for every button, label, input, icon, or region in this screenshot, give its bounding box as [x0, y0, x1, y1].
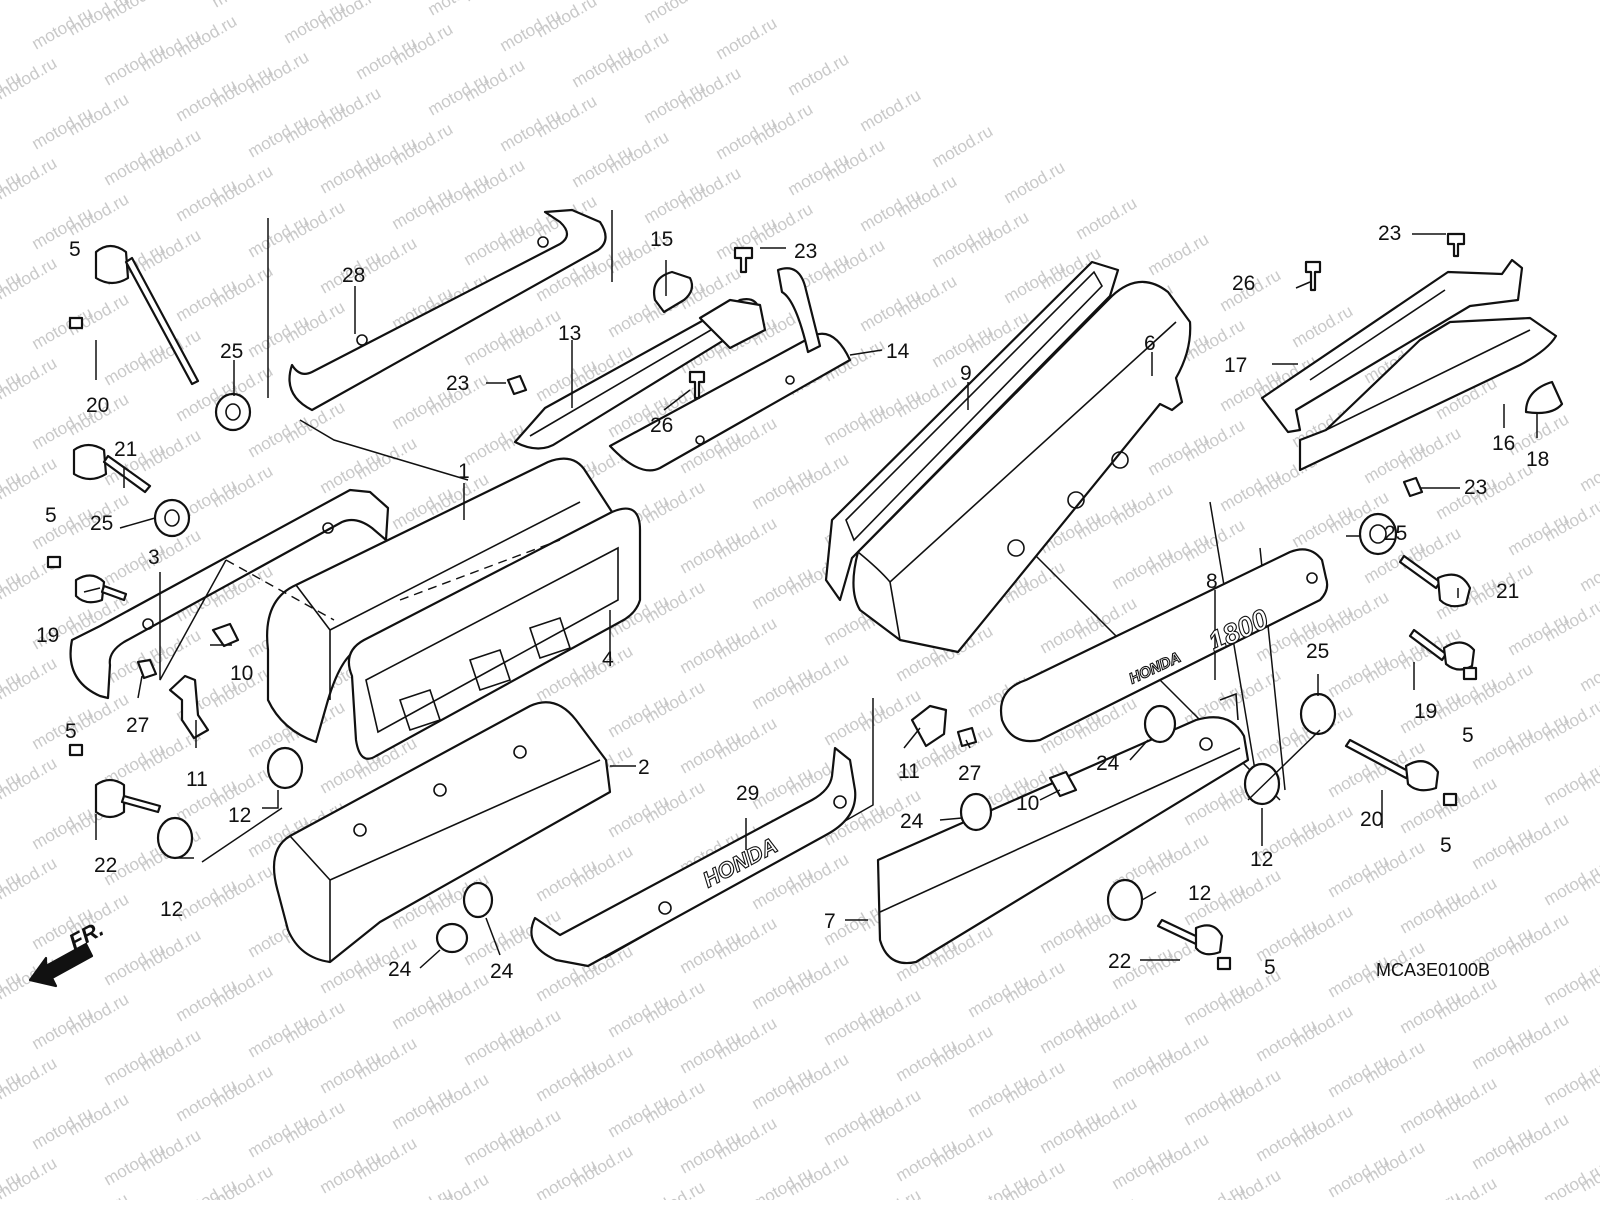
- callout-15: 15: [650, 228, 673, 251]
- watermark-text: motod.ru: [0, 0, 24, 17]
- callout-24a: 24: [1096, 752, 1120, 775]
- callout-27a: 27: [126, 714, 149, 737]
- watermark-text: motod.ru: [749, 1163, 817, 1200]
- watermark-text: motod.ru: [1541, 959, 1600, 1009]
- callout-26b: 26: [1232, 272, 1255, 295]
- callout-5a: 5: [69, 238, 81, 261]
- callout-3: 3: [148, 546, 160, 569]
- callout-19a: 19: [36, 624, 59, 647]
- callout-24d: 24: [388, 958, 412, 981]
- callout-24c: 24: [490, 960, 514, 983]
- callout-6: 6: [1144, 332, 1156, 355]
- callout-5d: 5: [1462, 724, 1474, 747]
- watermark-text: motod.ru: [605, 1191, 673, 1200]
- callout-9: 9: [960, 362, 972, 385]
- watermark-text: motod.ru: [425, 0, 493, 19]
- watermark-text: motod.ru: [389, 1183, 457, 1200]
- watermark-text: motod.ru: [1001, 157, 1069, 207]
- watermark-text: motod.ru: [533, 1155, 601, 1200]
- callout-10b: 10: [1016, 792, 1039, 815]
- part-23-screw-right-top: [1448, 234, 1464, 256]
- watermark-text: motod.ru: [641, 0, 709, 27]
- watermark-text: motod.ru: [209, 0, 277, 11]
- watermark-text: motod.ru: [1541, 759, 1600, 809]
- callout-18: 18: [1526, 448, 1549, 471]
- watermark-text: motod.ru: [713, 13, 781, 63]
- callout-20a: 20: [86, 394, 109, 417]
- callout-28: 28: [342, 264, 365, 287]
- callout-25b: 25: [90, 512, 113, 535]
- callout-1: 1: [458, 460, 470, 483]
- watermark-text: motod.ru: [641, 1177, 709, 1200]
- callout-11a: 11: [186, 768, 208, 791]
- part-23-screw-right-mid: [1404, 478, 1422, 496]
- callout-14: 14: [886, 340, 910, 363]
- callout-22a: 22: [94, 854, 117, 877]
- callout-23d: 23: [1464, 476, 1487, 499]
- callout-16: 16: [1492, 432, 1515, 455]
- callout-21a: 21: [114, 438, 137, 461]
- callout-8: 8: [1206, 570, 1218, 593]
- part-24-grommet-b: [437, 924, 467, 952]
- callout-13: 13: [558, 322, 581, 345]
- part-23-screw-mid: [508, 376, 526, 394]
- callout-21b: 21: [1496, 580, 1519, 603]
- callout-12b: 12: [160, 898, 183, 921]
- watermark-text: motod.ru: [1577, 445, 1600, 495]
- watermark-text: motod.ru: [785, 49, 853, 99]
- callout-5e: 5: [1440, 834, 1452, 857]
- watermark-text: motod.ru: [173, 1175, 241, 1200]
- callout-25a: 25: [220, 340, 243, 363]
- callout-5b: 5: [45, 504, 57, 527]
- callout-23a: 23: [794, 240, 817, 263]
- watermark-text: motod.ru: [857, 85, 925, 135]
- watermark-text: motod.ru: [1577, 645, 1600, 695]
- callout-22b: 22: [1108, 950, 1131, 973]
- callout-2: 2: [638, 756, 650, 779]
- part-26-bolt-right: [1306, 262, 1320, 290]
- callout-5c: 5: [65, 720, 77, 743]
- watermark-text: motod.ru: [461, 0, 529, 5]
- watermark-text: motod.ru: [0, 0, 60, 3]
- callout-23c: 23: [1378, 222, 1401, 245]
- watermark-text: motod.ru: [1577, 545, 1600, 595]
- callout-5f: 5: [1264, 956, 1276, 979]
- callout-29: 29: [736, 782, 759, 805]
- callout-12d: 12: [1188, 882, 1211, 905]
- callout-12c: 12: [1250, 848, 1273, 871]
- watermark-text: motod.ru: [1073, 193, 1141, 243]
- part-18-cap: [1526, 382, 1562, 413]
- watermark-text: motod.ru: [1541, 1059, 1600, 1109]
- callout-17: 17: [1224, 354, 1247, 377]
- callout-10a: 10: [230, 662, 253, 685]
- watermark-text: motod.ru: [929, 121, 997, 171]
- callout-25d: 25: [1306, 640, 1329, 663]
- callout-11b: 11: [898, 760, 920, 783]
- callout-24b: 24: [900, 810, 924, 833]
- callout-26a: 26: [650, 414, 673, 437]
- part-24-grommet-a: [464, 883, 492, 917]
- callout-25c: 25: [1384, 522, 1407, 545]
- watermark-text: motod.ru: [1181, 1179, 1249, 1200]
- callout-4: 4: [602, 648, 614, 671]
- watermark-text: motod.ru: [857, 1185, 925, 1200]
- diagram-code: MCA3E0100B: [1376, 960, 1490, 980]
- watermark-text: motod.ru: [65, 1189, 133, 1200]
- callout-19b: 19: [1414, 700, 1437, 723]
- watermark-text: motod.ru: [1073, 1193, 1141, 1200]
- part-23-screw-top: [735, 248, 752, 272]
- watermark-text: motod.ru: [1397, 1187, 1465, 1200]
- callout-7: 7: [824, 910, 836, 933]
- callout-12a: 12: [228, 804, 251, 827]
- watermark-text: motod.ru: [1145, 229, 1213, 279]
- watermark-text: motod.ru: [1541, 1159, 1600, 1200]
- callout-20b: 20: [1360, 808, 1383, 831]
- callout-27b: 27: [958, 762, 981, 785]
- callout-23b: 23: [446, 372, 469, 395]
- watermark-text: motod.ru: [1541, 859, 1600, 909]
